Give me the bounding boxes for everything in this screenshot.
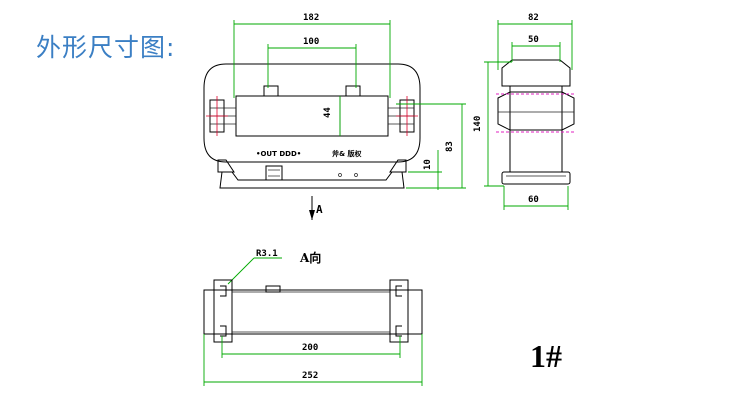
svg-text:182: 182 — [303, 13, 319, 23]
svg-text:R3.1: R3.1 — [256, 249, 278, 259]
hole-leader: R3.1 — [227, 249, 282, 285]
dim-83: 83 — [396, 103, 466, 189]
svg-text:A: A — [316, 203, 323, 216]
svg-text:140: 140 — [473, 116, 483, 132]
svg-text:50: 50 — [528, 35, 539, 45]
side-bulge — [497, 91, 575, 131]
dim-182: 182 — [233, 13, 391, 98]
front-base-right-foot — [389, 159, 407, 173]
dim-252: 252 — [203, 334, 423, 386]
svg-text:10: 10 — [423, 159, 433, 170]
bottom-right-plate — [389, 279, 409, 343]
bottom-view-title: A向 — [299, 250, 321, 265]
svg-text:82: 82 — [528, 13, 539, 23]
dim-50: 50 — [511, 35, 561, 62]
dim-200: 200 — [221, 336, 401, 358]
out-label: •OUT DDD• — [256, 150, 301, 158]
svg-text:44: 44 — [323, 107, 333, 118]
svg-text:252: 252 — [302, 371, 318, 381]
bottom-view: A向 R3.1 200 2 — [203, 249, 423, 386]
side-body — [509, 85, 563, 173]
dim-60: 60 — [503, 186, 569, 210]
part-number: 1# — [530, 338, 562, 374]
bottom-terminal — [265, 285, 281, 293]
side-base — [501, 171, 571, 185]
bottom-left-plate — [213, 279, 233, 343]
bottom-body — [203, 289, 423, 335]
svg-text:83: 83 — [445, 141, 455, 152]
slot-tl — [220, 285, 227, 297]
slot-tr — [395, 285, 402, 297]
right-clamp — [388, 96, 418, 136]
dim-44: 44 — [323, 96, 341, 136]
front-base-plate — [219, 171, 405, 189]
terminal-left — [263, 85, 279, 97]
dim-100: 100 — [267, 37, 357, 88]
front-base-left-foot — [217, 159, 235, 173]
front-view: •OUT DDD• 斧& 版权 182 100 44 83 — [203, 13, 466, 220]
dim-10: 10 — [408, 150, 442, 190]
drawing-title: 外形尺寸图: — [36, 33, 176, 62]
front-connector — [265, 165, 283, 181]
svg-text:100: 100 — [303, 37, 319, 47]
dim-140: 140 — [473, 61, 512, 187]
base-hole-left — [338, 173, 342, 177]
side-top-flange — [501, 59, 571, 87]
slot-bl — [220, 325, 227, 337]
slot-br — [395, 325, 402, 337]
view-arrow-a: A — [309, 196, 323, 220]
brand-label: 斧& 版权 — [332, 149, 363, 158]
base-hole-right — [354, 173, 358, 177]
side-view: 82 50 140 60 — [473, 13, 576, 210]
svg-text:200: 200 — [302, 343, 318, 353]
svg-text:60: 60 — [528, 195, 539, 205]
left-clamp — [206, 96, 236, 136]
front-window — [235, 95, 389, 137]
terminal-right — [345, 85, 361, 97]
front-body-outline — [203, 63, 421, 163]
